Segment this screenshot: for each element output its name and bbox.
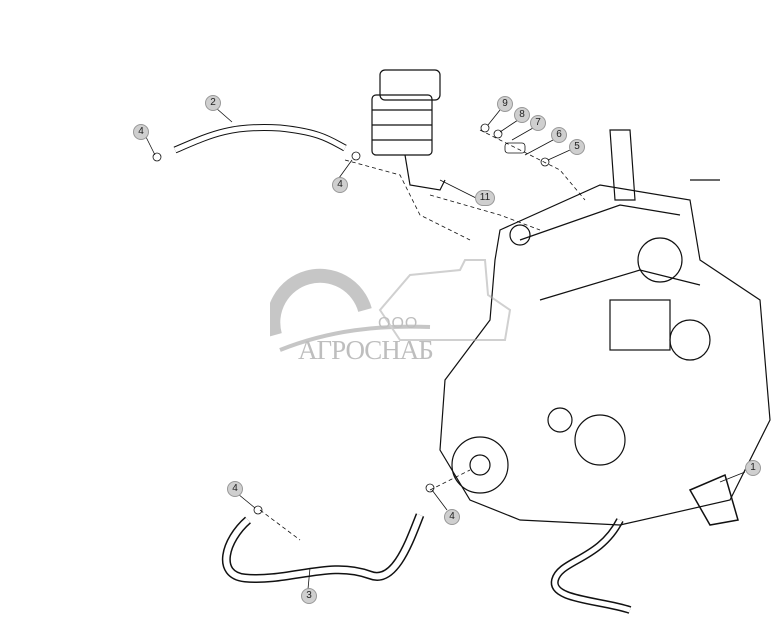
callout-2[interactable]: 2 [205, 95, 221, 111]
callout-4[interactable]: 4 [332, 177, 348, 193]
watermark-gear-combine-logo [266, 259, 512, 352]
callout-11[interactable]: 11 [475, 190, 495, 206]
fuel-filter [371, 69, 446, 191]
callout-5[interactable]: 5 [569, 139, 585, 155]
callout-4[interactable]: 4 [227, 481, 243, 497]
bracket-1 [688, 473, 739, 526]
callout-3[interactable]: 3 [301, 588, 317, 604]
callout-7[interactable]: 7 [530, 115, 546, 131]
callout-9[interactable]: 9 [497, 96, 513, 112]
watermark-name: АГРОСНАБ [298, 335, 434, 365]
agrosnab-watermark: ООО АГРОСНАБ [266, 255, 515, 380]
callout-8[interactable]: 8 [514, 107, 530, 123]
callout-4[interactable]: 4 [444, 509, 460, 525]
callout-4[interactable]: 4 [133, 124, 149, 140]
callout-1[interactable]: 1 [745, 460, 761, 476]
callout-6[interactable]: 6 [551, 127, 567, 143]
watermark-prefix: ООО [378, 315, 419, 332]
